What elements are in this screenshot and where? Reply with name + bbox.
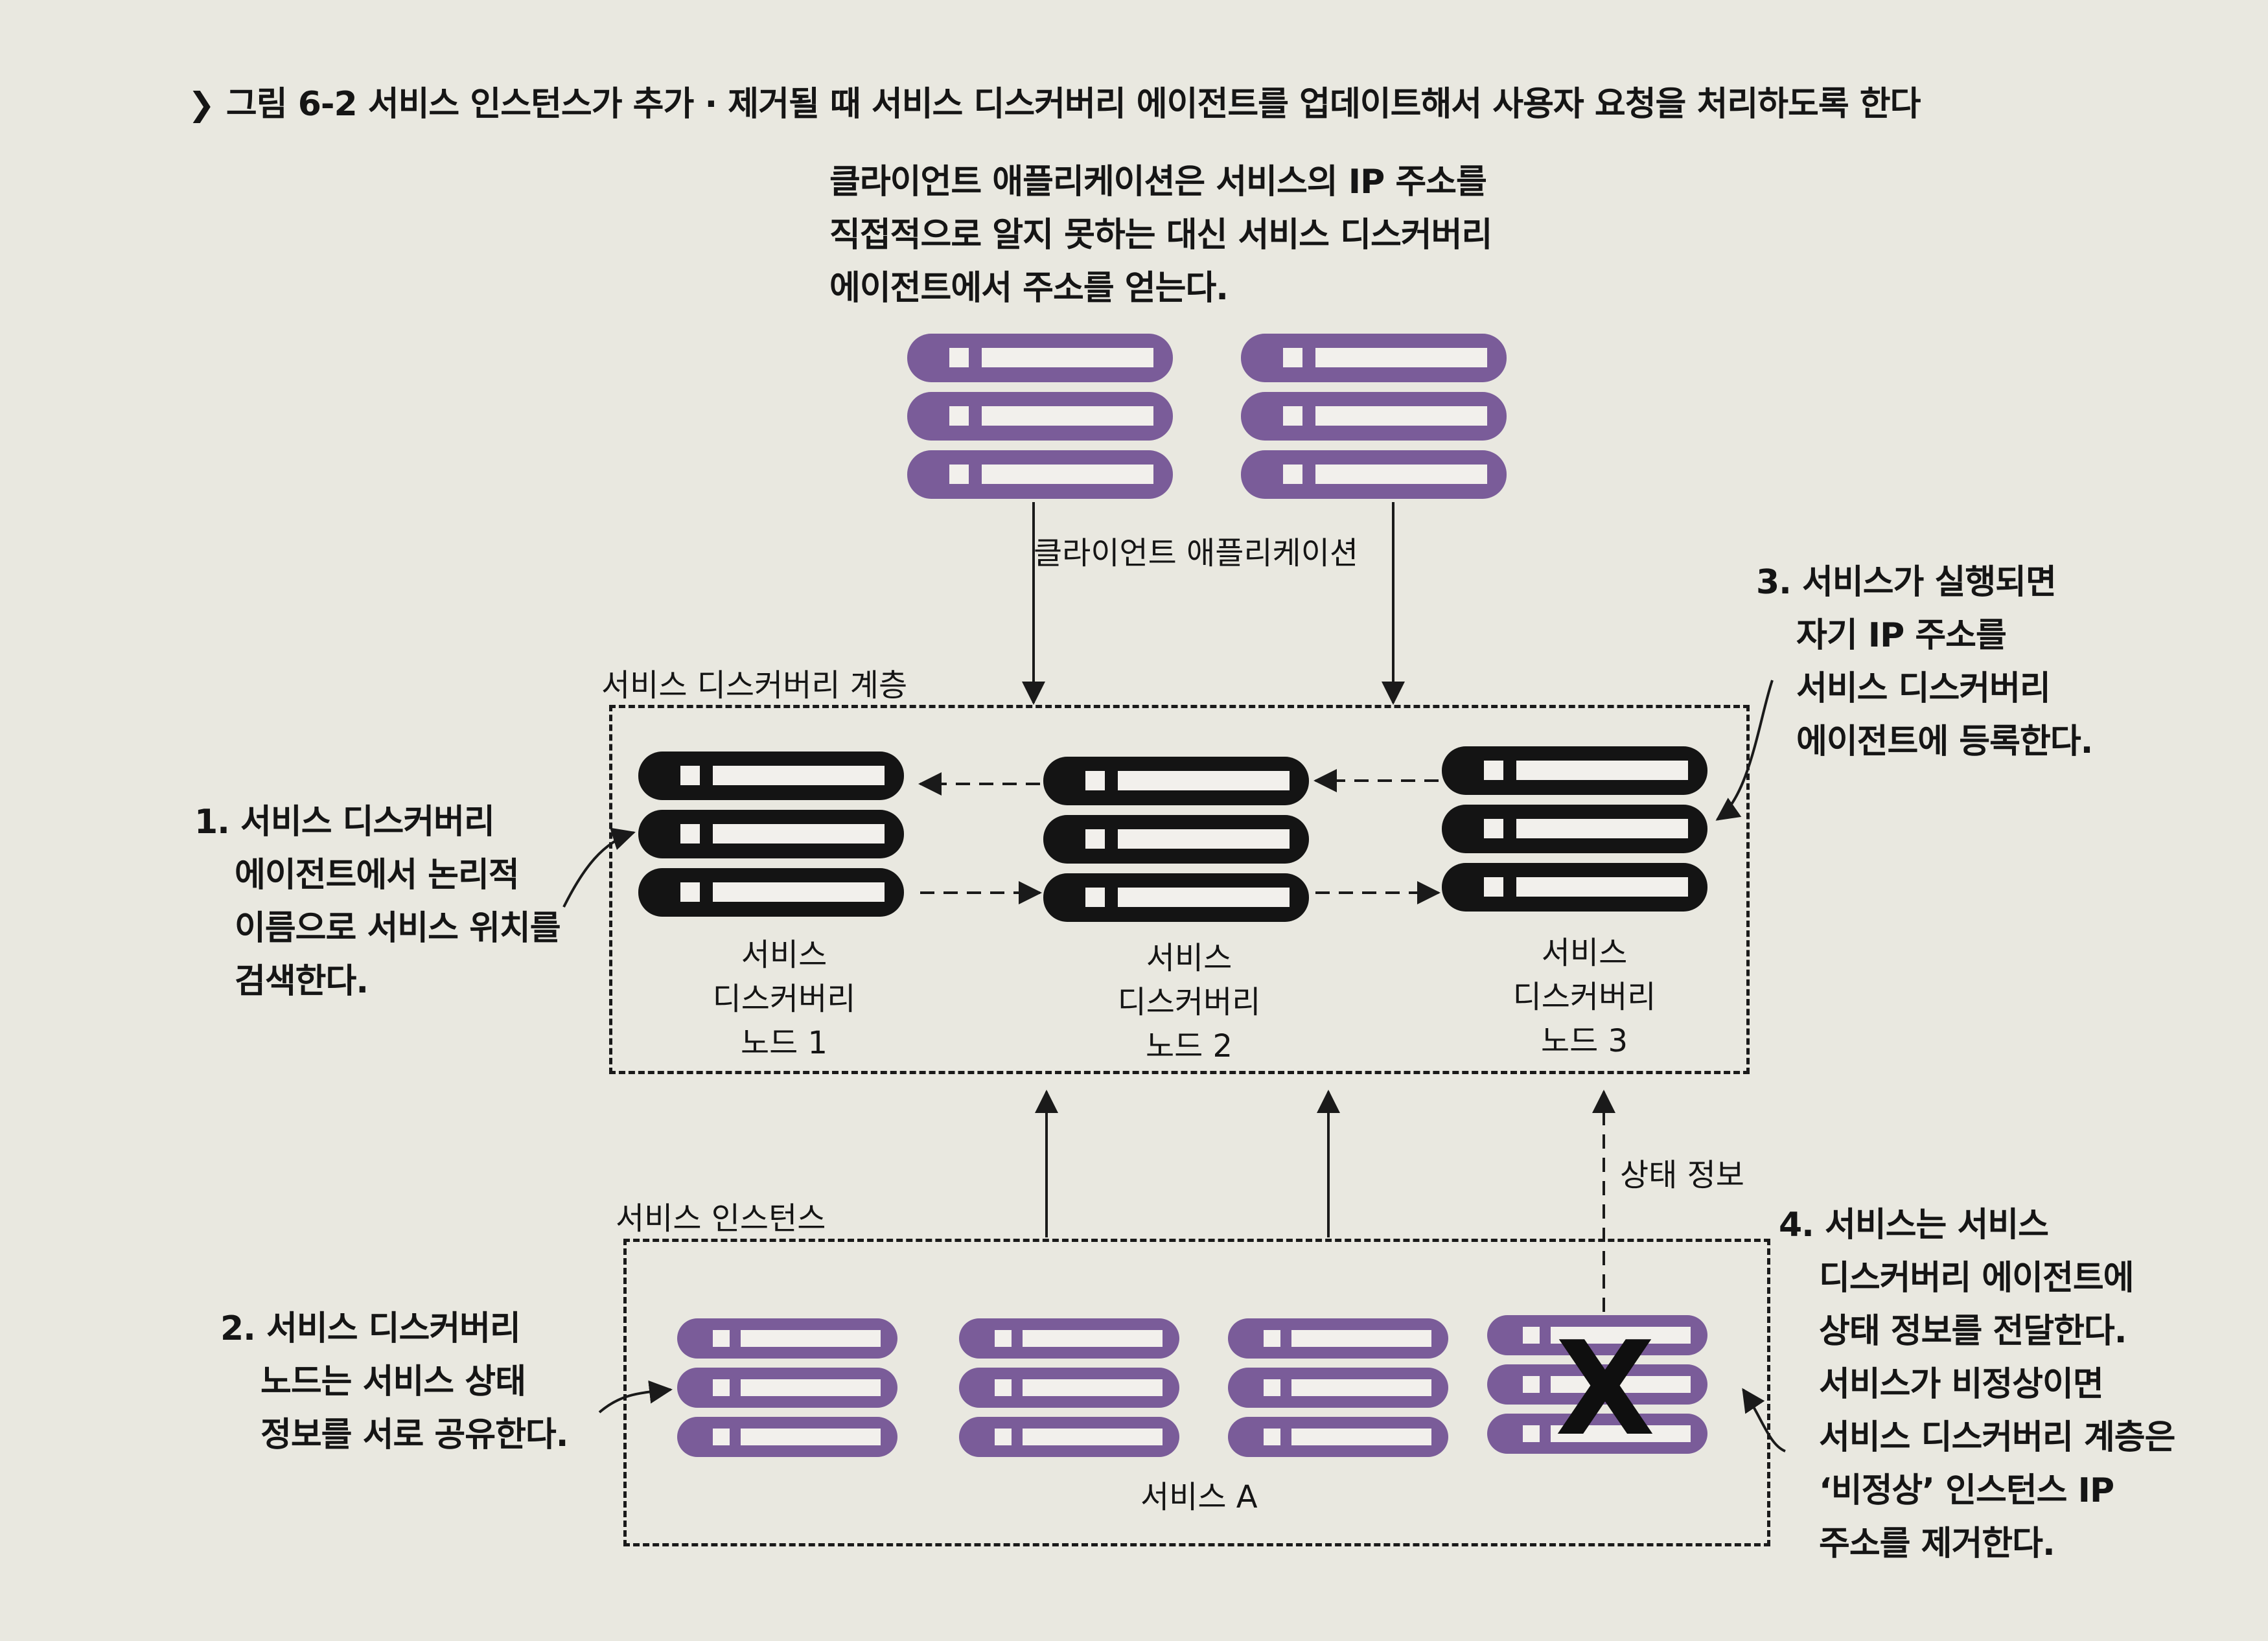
node-label-line: 디스커버리 <box>712 981 856 1017</box>
node-label-line: 노드 1 <box>740 1025 828 1061</box>
client-server-2 <box>1241 334 1507 499</box>
service-instance-1 <box>677 1318 897 1457</box>
discovery-node-2-label: 서비스 디스커버리 노드 2 <box>1072 936 1306 1068</box>
step4-callout-arrow <box>1742 1388 1786 1452</box>
node-label-line: 서비스 <box>741 937 827 973</box>
top-note-line: 직접적으로 알지 못하는 대신 서비스 디스커버리 <box>829 216 1492 255</box>
discovery-node-3-label: 서비스 디스커버리 노드 3 <box>1468 931 1701 1063</box>
step4-line: ‘비정상’ 인스턴스 IP <box>1819 1471 2114 1510</box>
step3-callout-arrow <box>1715 680 1774 821</box>
health-info-label: 상태 정보 <box>1620 1157 1744 1193</box>
service-a-label: 서비스 A <box>1140 1479 1258 1515</box>
node-label-line: 노드 3 <box>1540 1023 1628 1059</box>
client-app-label: 클라이언트 애플리케이션 <box>1034 535 1359 571</box>
discovery-node-1-server <box>638 752 904 917</box>
top-note: 클라이언트 애플리케이션은 서비스의 IP 주소를 직접적으로 알지 못하는 대… <box>829 155 1492 315</box>
figure-caption-text: 그림 6-2 서비스 인스턴스가 추가 · 제거될 때 서비스 디스커버리 에이… <box>226 85 1921 124</box>
step3-line: 서비스 디스커버리 <box>1796 669 2051 708</box>
step1-line: 에이전트에서 논리적 <box>235 856 520 895</box>
step3-note: 3. 서비스가 실행되면 자기 IP 주소를 서비스 디스커버리 에이전트에 등… <box>1756 556 2093 768</box>
step4-line: 서비스가 비정상이면 <box>1819 1365 2104 1404</box>
step3-line: 에이전트에 등록한다. <box>1796 722 2093 761</box>
failed-instance-x-icon: X <box>1555 1314 1656 1465</box>
service-instances-label: 서비스 인스턴스 <box>616 1200 826 1237</box>
step3-line: 3. 서비스가 실행되면 <box>1756 563 2057 602</box>
node-label-line: 디스커버리 <box>1512 979 1656 1015</box>
discovery-node-3-server <box>1442 746 1707 912</box>
step4-line: 4. 서비스는 서비스 <box>1779 1206 2049 1245</box>
node-label-line: 디스커버리 <box>1117 984 1261 1020</box>
step1-line: 검색한다. <box>235 962 369 1001</box>
service-instance-3 <box>1228 1318 1448 1457</box>
discovery-layer-label: 서비스 디스커버리 계층 <box>601 667 908 704</box>
step3-line: 자기 IP 주소를 <box>1796 616 2007 655</box>
step4-line: 서비스 디스커버리 계층은 <box>1819 1418 2175 1457</box>
service-instances-box <box>623 1239 1770 1546</box>
service-instance-2 <box>959 1318 1179 1457</box>
step4-line: 디스커버리 에이전트에 <box>1819 1259 2135 1298</box>
step4-note: 4. 서비스는 서비스 디스커버리 에이전트에 상태 정보를 전달한다. 서비스… <box>1779 1199 2175 1570</box>
client-server-1 <box>907 334 1173 499</box>
node-label-line: 서비스 <box>1146 940 1232 976</box>
step1-line: 이름으로 서비스 위치를 <box>235 909 561 948</box>
top-note-line: 클라이언트 애플리케이션은 서비스의 IP 주소를 <box>829 163 1487 201</box>
figure-caption: ❯ 그림 6-2 서비스 인스턴스가 추가 · 제거될 때 서비스 디스커버리 에… <box>188 76 1921 125</box>
service-instance-4-unhealthy <box>1487 1315 1707 1454</box>
step2-line: 2. 서비스 디스커버리 <box>220 1309 521 1348</box>
discovery-node-1-label: 서비스 디스커버리 노드 1 <box>667 933 901 1065</box>
step4-line: 상태 정보를 전달한다. <box>1819 1312 2127 1351</box>
step1-note: 1. 서비스 디스커버리 에이전트에서 논리적 이름으로 서비스 위치를 검색한… <box>194 796 561 1008</box>
top-note-line: 에이전트에서 주소를 얻는다. <box>829 269 1229 308</box>
discovery-layer-box <box>609 705 1750 1074</box>
step2-callout-arrow <box>598 1380 673 1414</box>
node-label-line: 서비스 <box>1541 935 1628 971</box>
step1-callout-arrow <box>562 827 636 908</box>
step2-note: 2. 서비스 디스커버리 노드는 서비스 상태 정보를 서로 공유한다. <box>220 1302 569 1462</box>
step2-line: 정보를 서로 공유한다. <box>260 1416 569 1454</box>
step2-line: 노드는 서비스 상태 <box>260 1362 526 1401</box>
step1-line: 1. 서비스 디스커버리 <box>194 803 495 842</box>
step4-line: 주소를 제거한다. <box>1819 1524 2055 1563</box>
chevron-down-icon: ❯ <box>188 86 215 123</box>
node-label-line: 노드 2 <box>1145 1028 1233 1064</box>
discovery-node-2-server <box>1043 757 1309 922</box>
